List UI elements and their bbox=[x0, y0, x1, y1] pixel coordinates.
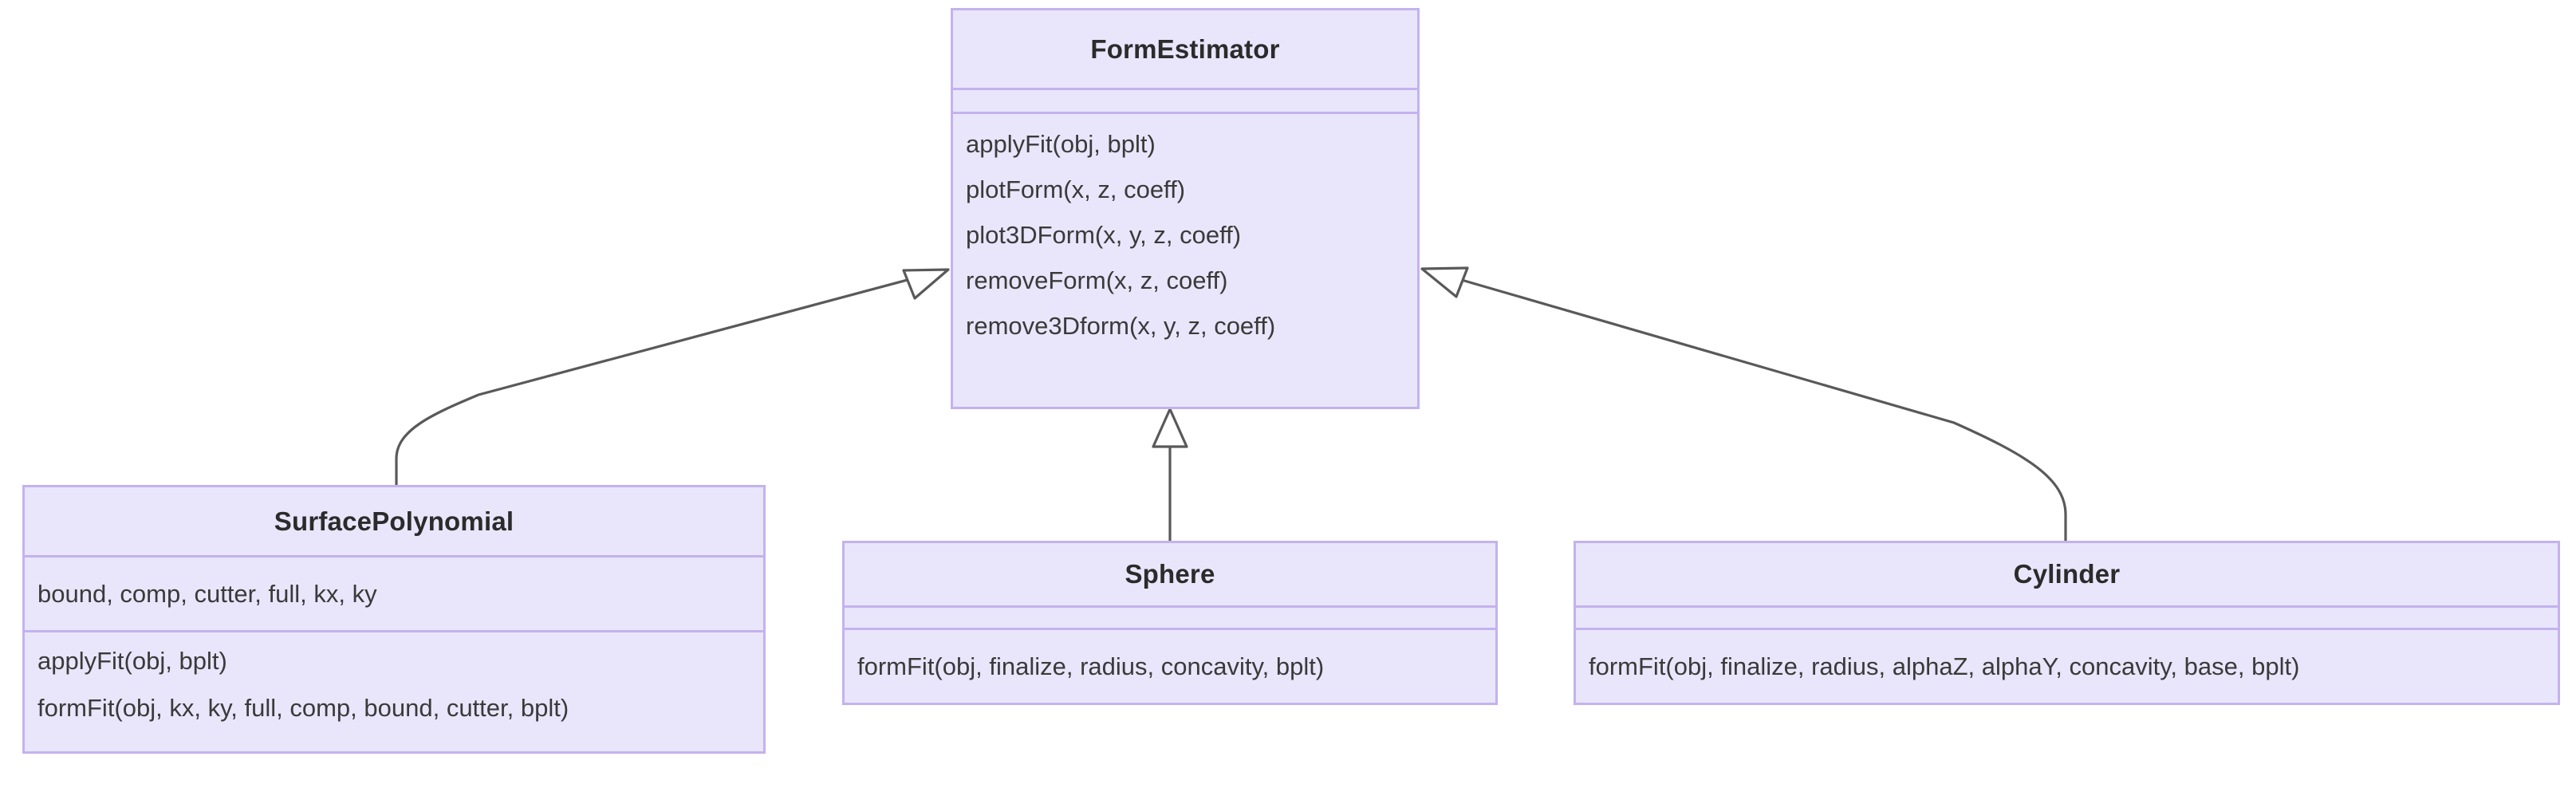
hollow-triangle-arrowhead-left bbox=[902, 268, 950, 300]
hollow-triangle-arrowhead-right bbox=[1420, 266, 1469, 298]
class-methods-compartment: applyFit(obj, bplt) plotForm(x, z, coeff… bbox=[953, 112, 1417, 407]
class-methods-compartment: applyFit(obj, bplt) formFit(obj, kx, ky,… bbox=[25, 630, 763, 751]
class-name-sphere: Sphere bbox=[1125, 559, 1215, 589]
method-row: formFit(obj, finalize, radius, concavity… bbox=[857, 652, 1325, 680]
class-attributes-compartment bbox=[845, 605, 1495, 628]
method-row: removeForm(x, z, coeff) bbox=[966, 266, 1228, 294]
class-name-surface-polynomial: SurfacePolynomial bbox=[274, 506, 514, 536]
uml-class-sphere[interactable]: Sphere formFit(obj, finalize, radius, co… bbox=[842, 541, 1498, 705]
class-title-compartment: Cylinder bbox=[1576, 543, 2558, 605]
class-attributes-compartment bbox=[1576, 605, 2558, 628]
class-methods-compartment: formFit(obj, finalize, radius, alphaZ, a… bbox=[1576, 628, 2558, 703]
generalization-cylinder-to-formestimator bbox=[1420, 266, 2067, 542]
class-attributes-compartment: bound, comp, cutter, full, kx, ky bbox=[25, 555, 763, 630]
uml-class-form-estimator[interactable]: FormEstimator applyFit(obj, bplt) plotFo… bbox=[951, 8, 1420, 409]
attribute-row: bound, comp, cutter, full, kx, ky bbox=[37, 580, 377, 608]
method-row: applyFit(obj, bplt) bbox=[37, 647, 227, 675]
uml-class-cylinder[interactable]: Cylinder formFit(obj, finalize, radius, … bbox=[1574, 541, 2560, 705]
method-row: plot3DForm(x, y, z, coeff) bbox=[966, 221, 1242, 249]
class-title-compartment: SurfacePolynomial bbox=[25, 487, 763, 555]
class-name-cylinder: Cylinder bbox=[2013, 559, 2121, 589]
class-name-form-estimator: FormEstimator bbox=[1090, 33, 1280, 64]
hollow-triangle-arrowhead-up bbox=[1152, 408, 1188, 448]
generalization-sphere-to-formestimator bbox=[1152, 408, 1188, 542]
class-methods-compartment: formFit(obj, finalize, radius, concavity… bbox=[845, 628, 1495, 703]
generalization-surfacepolynomial-to-formestimator bbox=[395, 268, 950, 487]
class-attributes-compartment bbox=[953, 88, 1417, 112]
class-title-compartment: FormEstimator bbox=[953, 10, 1417, 88]
uml-class-surface-polynomial[interactable]: SurfacePolynomial bound, comp, cutter, f… bbox=[22, 485, 766, 754]
method-row: remove3Dform(x, y, z, coeff) bbox=[966, 312, 1276, 340]
method-row: formFit(obj, kx, ky, full, comp, bound, … bbox=[37, 694, 569, 722]
method-row: applyFit(obj, bplt) bbox=[966, 130, 1156, 158]
method-row: formFit(obj, finalize, radius, alphaZ, a… bbox=[1589, 652, 2300, 680]
class-title-compartment: Sphere bbox=[845, 543, 1495, 605]
method-row: plotForm(x, z, coeff) bbox=[966, 175, 1186, 203]
